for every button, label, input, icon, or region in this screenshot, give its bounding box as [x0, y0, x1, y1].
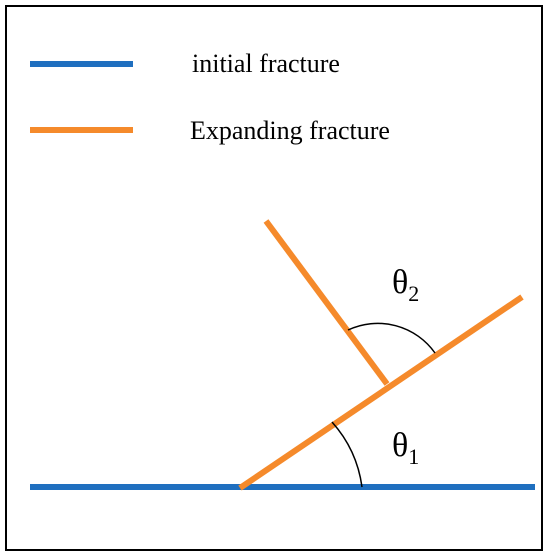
legend-label-initial-fracture: initial fracture — [192, 49, 340, 78]
theta1-label: θ1 — [392, 427, 419, 469]
theta1-angle-arc — [331, 421, 363, 488]
legend-label-expanding-fracture: Expanding fracture — [190, 116, 390, 145]
theta2-angle-arc — [347, 322, 436, 354]
theta2-label: θ2 — [392, 264, 419, 306]
diagram-frame — [5, 5, 543, 551]
expanding-fracture-line — [238, 294, 524, 491]
legend: initial fracture Expanding fracture — [30, 49, 390, 145]
expanding-fracture-branch-line — [263, 219, 390, 386]
